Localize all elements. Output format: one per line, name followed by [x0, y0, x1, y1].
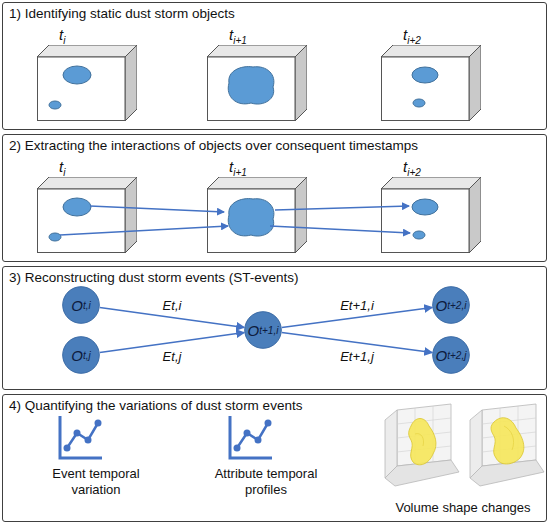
dust-storm-object [413, 231, 425, 239]
timestamp-label: ti+1 [229, 26, 247, 46]
cube-front-face [38, 57, 126, 121]
cube-outline [207, 45, 307, 121]
timestamp-cube: ti+1 [207, 159, 307, 253]
step-panel: 2) Extracting the interactions of object… [2, 134, 547, 262]
cube-outline [381, 177, 481, 253]
cube-side-face [125, 45, 137, 121]
cube-side-face [469, 177, 481, 253]
timestamp-label: ti [59, 158, 65, 178]
cube-front-face [208, 57, 296, 121]
timestamp-cube: ti+1 [207, 27, 307, 121]
step-title: 2) Extracting the interactions of object… [9, 138, 418, 153]
timestamp-symbol: t [403, 26, 407, 43]
object-circle [63, 337, 100, 374]
timestamp-cube: ti+2 [381, 159, 481, 253]
object-subscript: t+1,i [259, 325, 278, 336]
object-label: Ot+2,j [432, 336, 470, 374]
cube-front-face [38, 189, 126, 253]
cube-front-face [382, 189, 470, 253]
step-panel: 1) Identifying static dust storm objects… [2, 2, 547, 130]
step-title: 1) Identifying static dust storm objects [9, 6, 235, 21]
cube-front-face [208, 189, 296, 253]
step-title: 3) Reconstructing dust storm events (ST-… [9, 270, 299, 285]
object-node: Ot+1,i [244, 311, 282, 349]
step-panel: 3) Reconstructing dust storm events (ST-… [2, 266, 547, 390]
timestamp-subscript: i+2 [407, 167, 421, 178]
timestamp-symbol: t [229, 158, 233, 175]
object-subscript: t+2,j [447, 350, 466, 361]
object-symbol: O [436, 347, 448, 364]
timestamp-label: ti+2 [403, 158, 421, 178]
timestamp-label: ti [59, 26, 65, 46]
cube-side-face [125, 177, 137, 253]
dust-storm-object [228, 67, 274, 104]
dust-storm-object [49, 101, 61, 109]
cube-outline [207, 177, 307, 253]
cube-top-face [381, 45, 481, 57]
object-symbol: O [436, 297, 448, 314]
object-node: Ot,i [62, 286, 100, 324]
timestamp-symbol: t [59, 158, 63, 175]
cube-top-face [37, 177, 137, 189]
feature-label: Volume shape changes [380, 500, 546, 516]
cube-top-face [381, 177, 481, 189]
timestamp-label: ti+1 [229, 158, 247, 178]
timestamp-cube: ti+2 [381, 27, 481, 121]
object-subscript: t,i [83, 300, 91, 311]
timestamp-symbol: t [403, 158, 407, 175]
timestamp-cube: ti [37, 159, 137, 253]
feature-label: Event temporal variation [38, 466, 154, 497]
cube-front-face [382, 57, 470, 121]
timestamp-subscript: i+1 [233, 35, 247, 46]
dust-storm-object [228, 199, 274, 236]
dust-storm-object [63, 66, 91, 84]
object-circle [63, 287, 100, 324]
timestamp-symbol: t [59, 26, 63, 43]
object-label: Ot,i [62, 286, 100, 324]
dust-storm-object [63, 198, 91, 216]
timestamp-subscript: i+2 [407, 35, 421, 46]
object-symbol: O [71, 297, 83, 314]
cube-side-face [469, 45, 481, 121]
step-title: 4) Quantifying the variations of dust st… [9, 398, 302, 413]
cube-side-face [295, 177, 307, 253]
edge-label: Et+1,j [340, 348, 374, 363]
timestamp-subscript: i+1 [233, 167, 247, 178]
edge-label: Et+1,i [340, 297, 374, 312]
timestamp-cube: ti [37, 27, 137, 121]
cube-top-face [207, 45, 307, 57]
object-label: Ot+1,i [244, 311, 282, 349]
feature-label: Attribute temporal profiles [208, 466, 324, 497]
dust-storm-object [413, 99, 425, 107]
dust-storm-object [49, 233, 61, 241]
dust-storm-object [412, 199, 438, 215]
timestamp-subscript: i [63, 167, 65, 178]
cube-side-face [295, 45, 307, 121]
object-symbol: O [71, 347, 83, 364]
timestamp-label: ti+2 [403, 26, 421, 46]
cube-outline [37, 45, 137, 121]
object-node: Ot,j [62, 336, 100, 374]
object-node: Ot+2,j [432, 336, 470, 374]
object-circle [433, 337, 470, 374]
cube-top-face [207, 177, 307, 189]
object-circle [245, 312, 282, 349]
timestamp-subscript: i [63, 35, 65, 46]
cube-top-face [37, 45, 137, 57]
cube-outline [381, 45, 481, 121]
edge-label: Et,j [163, 348, 182, 363]
dust-storm-object [412, 67, 438, 83]
object-node: Ot+2,i [432, 286, 470, 324]
object-label: Ot+2,i [432, 286, 470, 324]
object-subscript: t+2,i [447, 300, 466, 311]
timestamp-symbol: t [229, 26, 233, 43]
object-label: Ot,j [62, 336, 100, 374]
object-circle [433, 287, 470, 324]
object-symbol: O [248, 322, 260, 339]
edge-label: Et,i [163, 297, 182, 312]
cube-outline [37, 177, 137, 253]
object-subscript: t,j [83, 350, 91, 361]
